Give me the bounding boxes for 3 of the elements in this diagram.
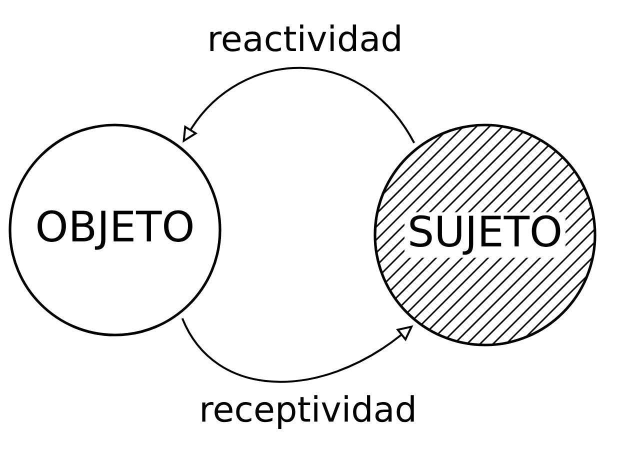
edge-label: receptividad [198, 394, 418, 430]
edge-label: reactividad [206, 23, 404, 53]
curved-arrow [182, 66, 415, 144]
